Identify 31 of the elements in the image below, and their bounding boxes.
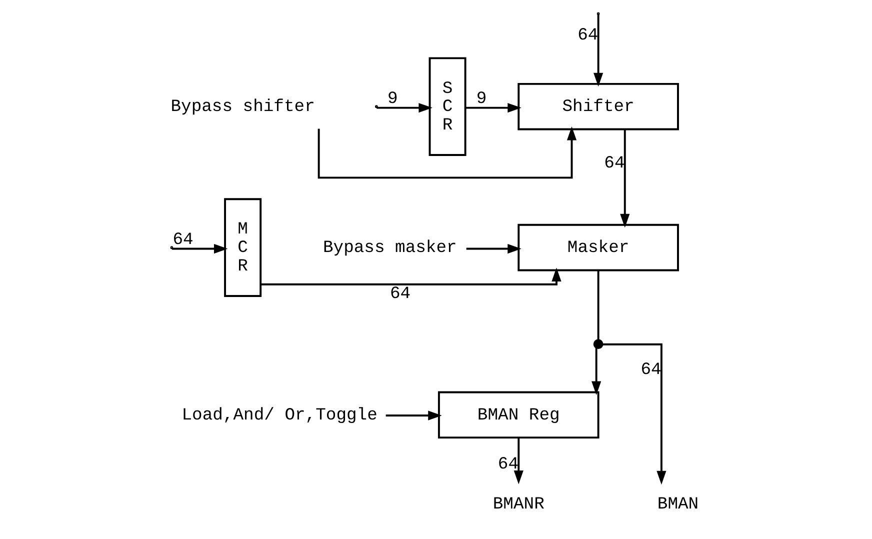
- arrow: [385, 410, 442, 420]
- arrow: [464, 103, 521, 113]
- arrow: [593, 14, 603, 87]
- edge-label: 64: [389, 285, 410, 304]
- arrow: [317, 126, 576, 179]
- node-text: Bypass shifter: [170, 98, 314, 118]
- node-text: BMAN: [656, 495, 698, 514]
- node-text: Bypass masker: [322, 239, 456, 258]
- node-box: M C R: [224, 198, 262, 297]
- node-box: Shifter: [517, 82, 678, 130]
- arrow: [591, 348, 601, 396]
- connector: [596, 270, 599, 340]
- edge-label: 9: [386, 90, 398, 110]
- node-text: Load,And/ Or,Toggle: [181, 406, 377, 426]
- arrow: [513, 438, 523, 484]
- node-box: S C R: [428, 57, 466, 156]
- arrow: [260, 268, 561, 286]
- edge-label: 64: [577, 26, 598, 46]
- arrow: [620, 130, 630, 228]
- arrow: [171, 244, 228, 254]
- arrow: [376, 103, 432, 113]
- node-text: BMANR: [492, 495, 544, 514]
- edge-label: 64: [640, 360, 661, 380]
- edge-label: 64: [604, 154, 624, 174]
- edge-label: 9: [476, 90, 486, 110]
- arrow: [466, 244, 521, 254]
- node-box: BMAN Reg: [437, 391, 599, 439]
- edge-label: 64: [172, 231, 193, 250]
- node-circle: [592, 339, 603, 350]
- node-box: Masker: [517, 224, 678, 272]
- arrow: [602, 343, 666, 485]
